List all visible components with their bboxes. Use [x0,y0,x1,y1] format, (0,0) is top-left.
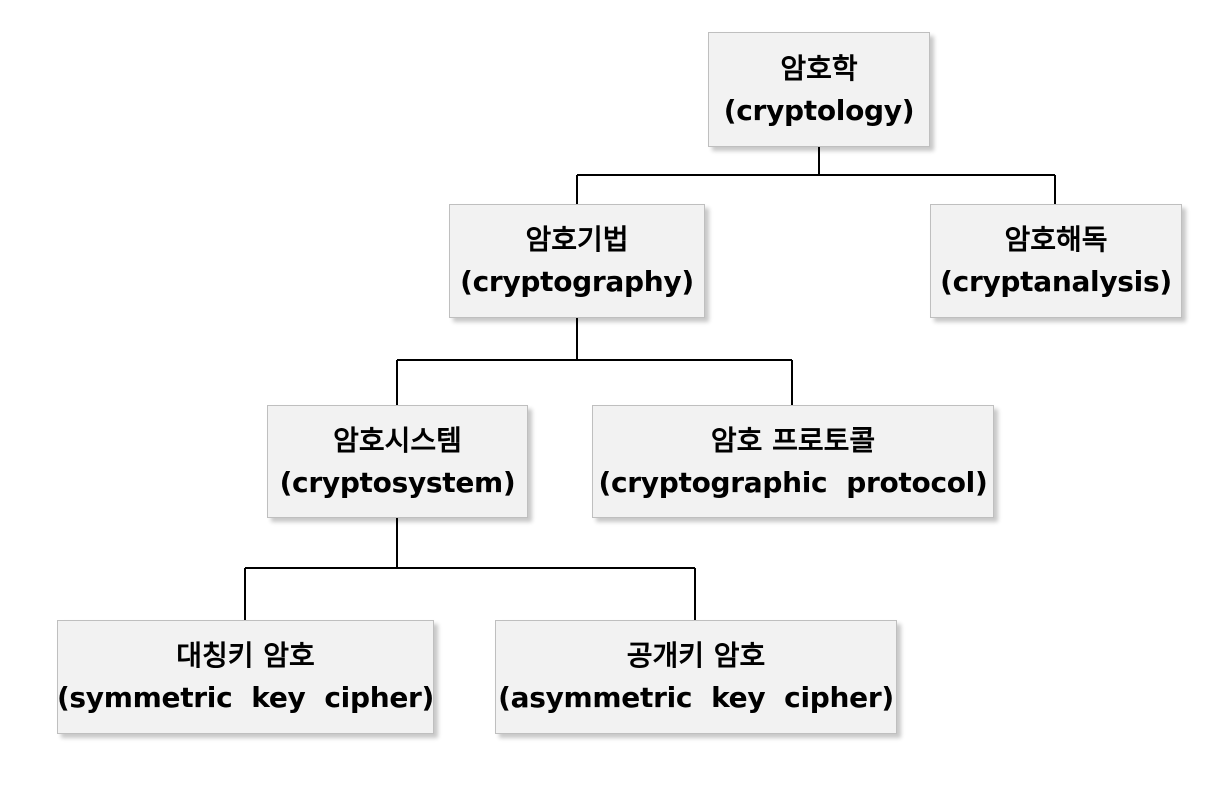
node-symmetric: 대칭키 암호 (symmetric key cipher) [57,620,434,734]
node-protocol: 암호 프로토콜 (cryptographic protocol) [592,405,994,518]
node-protocol-en: (cryptographic protocol) [598,465,988,499]
node-protocol-ko: 암호 프로토콜 [710,423,876,457]
node-cryptanalysis-en: (cryptanalysis) [940,265,1172,298]
node-symmetric-en: (symmetric key cipher) [56,681,435,714]
node-cryptosystem-ko: 암호시스템 [333,423,462,457]
node-cryptanalysis-ko: 암호해독 [1004,223,1108,256]
node-cryptography-en: (cryptography) [460,265,694,298]
node-cryptology-ko: 암호학 [780,51,858,85]
node-cryptosystem-en: (cryptosystem) [279,465,516,499]
node-cryptology: 암호학 (cryptology) [708,32,930,147]
node-cryptography: 암호기법 (cryptography) [449,204,705,318]
node-cryptosystem: 암호시스템 (cryptosystem) [267,405,528,518]
node-asymmetric-en: (asymmetric key cipher) [498,681,894,714]
node-cryptology-en: (cryptology) [723,93,915,127]
node-symmetric-ko: 대칭키 암호 [176,639,315,672]
node-asymmetric-ko: 공개키 암호 [626,639,766,672]
node-cryptanalysis: 암호해독 (cryptanalysis) [930,204,1182,318]
node-cryptography-ko: 암호기법 [525,223,629,256]
node-asymmetric: 공개키 암호 (asymmetric key cipher) [495,620,897,734]
